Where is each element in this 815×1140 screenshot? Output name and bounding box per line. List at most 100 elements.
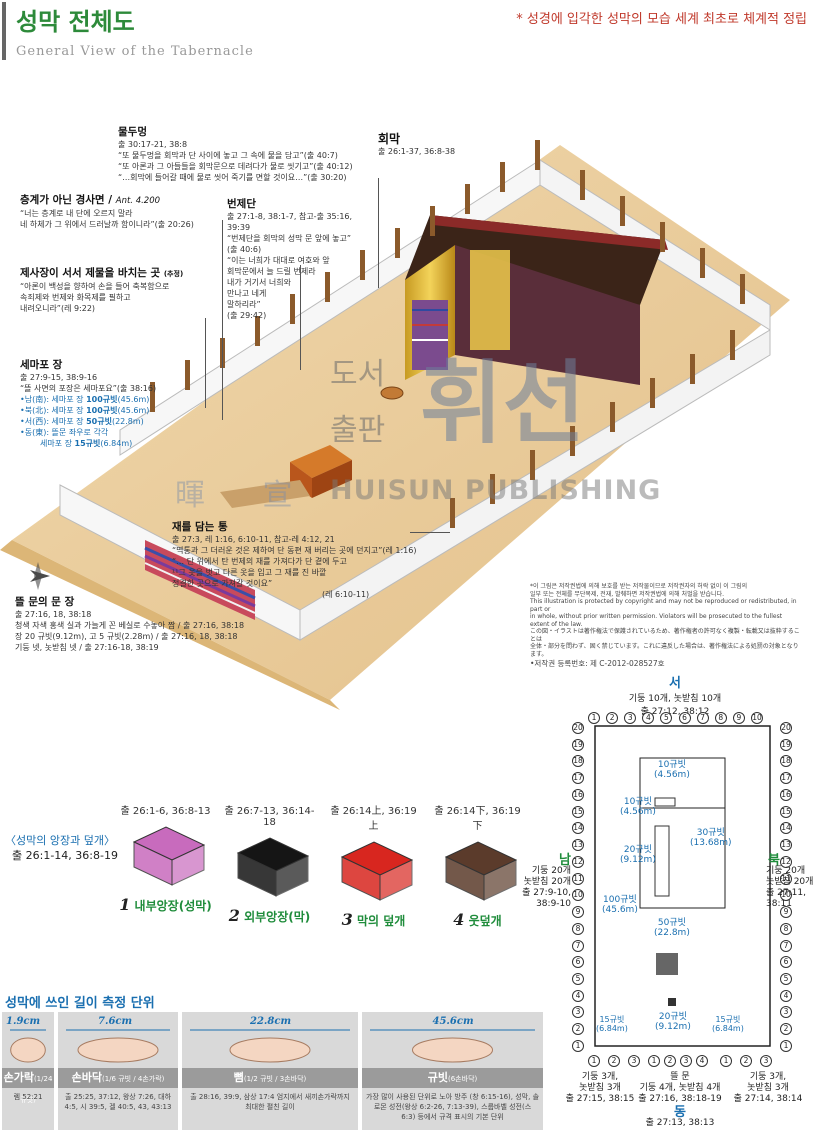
hand-icon [66,1029,170,1063]
watermark-chinese: 暉 宣 [175,478,317,513]
unit-name: 손바닥(1/6 규빗 / 4손가락) [58,1068,178,1088]
covers-heading: 〈성막의 앙장과 덮개〉 [5,834,115,847]
watermark-chulpan: 출판 [330,413,386,448]
pillar-number: 3 [572,1006,584,1019]
pillar-number: 10 [750,712,763,724]
pillar-number: 5 [660,712,673,724]
pillar-number: 11 [780,872,792,885]
ash-line: ¹¹그 옷을 벗고 다른 옷을 입고 그 재를 진 바깥 [172,568,327,577]
pillar-number: 7 [780,939,792,952]
pillar-number: 18 [780,755,792,768]
plan-dim: 10규빗(4.56m) [654,760,690,780]
cover-illustration [132,826,205,886]
annotation-steps: 층계가 아닌 경사면 / Ant. 4.200 “너는 층계로 내 단에 오르지… [20,193,220,230]
ash-line: 정결한 곳으로 가져갈 것이요” [172,579,273,588]
pillar-number: 10 [780,889,792,902]
pillar-number: 3 [780,1006,792,1019]
plan-south-label: 남 기둥 20개 놋받침 20개 출 27:9-10, 38:9-10 [522,853,571,909]
gate-ref: 출 27:16, 18, 38:18 [15,610,92,619]
pillar-number: 1 [572,1039,584,1052]
pillar-number: 17 [780,772,792,785]
cover-illustration [340,841,413,901]
pillar-number: 16 [572,788,584,801]
plan-dim: 20규빗(9.12m) [620,845,656,865]
hand-icon [10,1029,46,1063]
steps-title-ref: Ant. 4.200 [115,196,161,206]
pillar-number: 16 [780,788,792,801]
pillar-number: 9 [780,906,792,919]
laver [380,386,404,400]
compass-icon [30,562,50,590]
plan-dim: 20규빗(9.12m) [655,1012,691,1032]
curtain-item: •북(北): 세마포 장 100규빗(45.6m) [20,406,150,415]
plan-dim: 15규빗(6.84m) [712,1015,744,1033]
annotation-altar: 번제단 출 27:1-8, 38:1-7, 참고-출 35:16, 39:39 … [227,197,377,321]
cover-caption: 3 막의 덮개 [341,910,406,929]
tent-ref: 출 26:1-37, 36:8-38 [378,147,456,156]
curtain-item: •남(南): 세마포 장 100규빗(45.6m) [20,395,150,404]
altar [290,445,352,478]
covers-heading-ref: 출 26:1-14, 36:8-19 [12,849,118,862]
unit-description: 렘 52:21 [13,1093,43,1101]
pillar-number: 13 [780,839,792,852]
pillar-number: 19 [780,738,792,751]
ash-line: (레 6:10-11) [322,590,370,599]
pillar-number: 19 [572,738,584,751]
cover-illustration [444,841,517,901]
curtain-title: 세마포 장 [20,359,63,371]
laver-ref: 출 30:17-21, 38:8 [118,140,188,149]
unit-length: 45.6cm [432,1016,474,1027]
unit-name: 규빗(6손바닥) [362,1068,543,1088]
unit-description: 출 28:16, 39:9, 삼상 17:4 엄지에서 새끼손가락까지 최대한 … [190,1093,350,1111]
copyright-registration: •저작권 등록번호: 제 C-2012-028527호 [530,659,665,668]
pillar-number: 15 [780,805,792,818]
tent-title: 회막 [378,132,401,146]
pillar-number: 20 [780,722,792,734]
pillar-number: 1 [588,712,600,724]
plan-dim: 50규빗(22.8m) [654,918,690,938]
hand-icon [370,1029,535,1063]
page-tagline: * 성경에 입각한 성막의 모습 세계 최초로 체계적 정립 [516,12,807,27]
cover-caption: 4 웃덮개 [453,910,502,929]
annotation-laver: 물두멍 출 30:17-21, 38:8 “또 물두멍을 회막과 단 사이에 놓… [118,125,378,183]
plan-dim: 30규빗(13.68m) [690,828,732,848]
plan-tabernacle-outline [639,757,726,909]
title-bar-accent [2,2,6,60]
ash-ref: 출 27:3, 레 1:16, 6:10-11, 참고-레 4:12, 21 [172,535,335,544]
priest-line: “아론이 백성을 향하여 손을 들어 축복함으로 [20,282,170,291]
pillar-number: 4 [642,712,655,724]
cover-caption: 1 내부앙장(성막) [119,895,212,914]
altar-line: 말하리라” [227,300,261,309]
pillar-number: 20 [572,722,584,734]
annotation-priest: 제사장이 서서 제물을 바치는 곳 (추정) “아론이 백성을 향하여 손을 들… [20,266,230,314]
curtain-item: •동(東): 뜰문 좌우로 각각 [20,428,109,437]
priest-title-note: (추정) [163,270,184,278]
plan-west-label: 서 기둥 10개, 놋받침 10개 출 27:12, 38:12 [628,676,722,717]
cover-illustration [236,837,309,897]
pillar-number: 7 [572,939,584,952]
steps-line: “너는 층계로 내 단에 오르지 말라 [20,209,133,218]
pillar-number: 2 [780,1023,792,1036]
plan-north-label: 북 기둥 20개 놋받침 20개 출 27:11, 38:11 [766,853,814,909]
pillar-number: 14 [780,822,792,835]
laver-line: “…회막에 들어갈 때에 물로 씻어 죽기를 면할 것이요…”(출 30:20) [118,173,347,182]
copyright-notice: *이 그림은 저작권법에 의해 보호를 받는 저작물이므로 저작권자의 허락 없… [530,583,800,668]
gate-title: 뜰 문의 문 장 [15,596,75,608]
annotation-gate: 뜰 문의 문 장 출 27:16, 18, 38:18 청색 자색 홍색 실과 … [15,595,275,653]
priest-title: 제사장이 서서 제물을 바치는 곳 [20,267,161,279]
pillar-number: 13 [572,839,584,852]
curtain-ref: 출 27:9-15, 38:9-16 [20,373,98,382]
altar-line: (출 29:42) [227,311,267,320]
altar-line: 만나고 네게 [227,289,267,298]
annotation-tent: 회막 출 26:1-37, 36:8-38 [378,132,498,157]
plan-courtyard-outline [594,725,771,1047]
pillar-number: 2 [572,1023,584,1036]
ash-line: “… 단 위에서 탄 번제의 재를 가져다가 단 곁에 두고 [172,557,347,566]
